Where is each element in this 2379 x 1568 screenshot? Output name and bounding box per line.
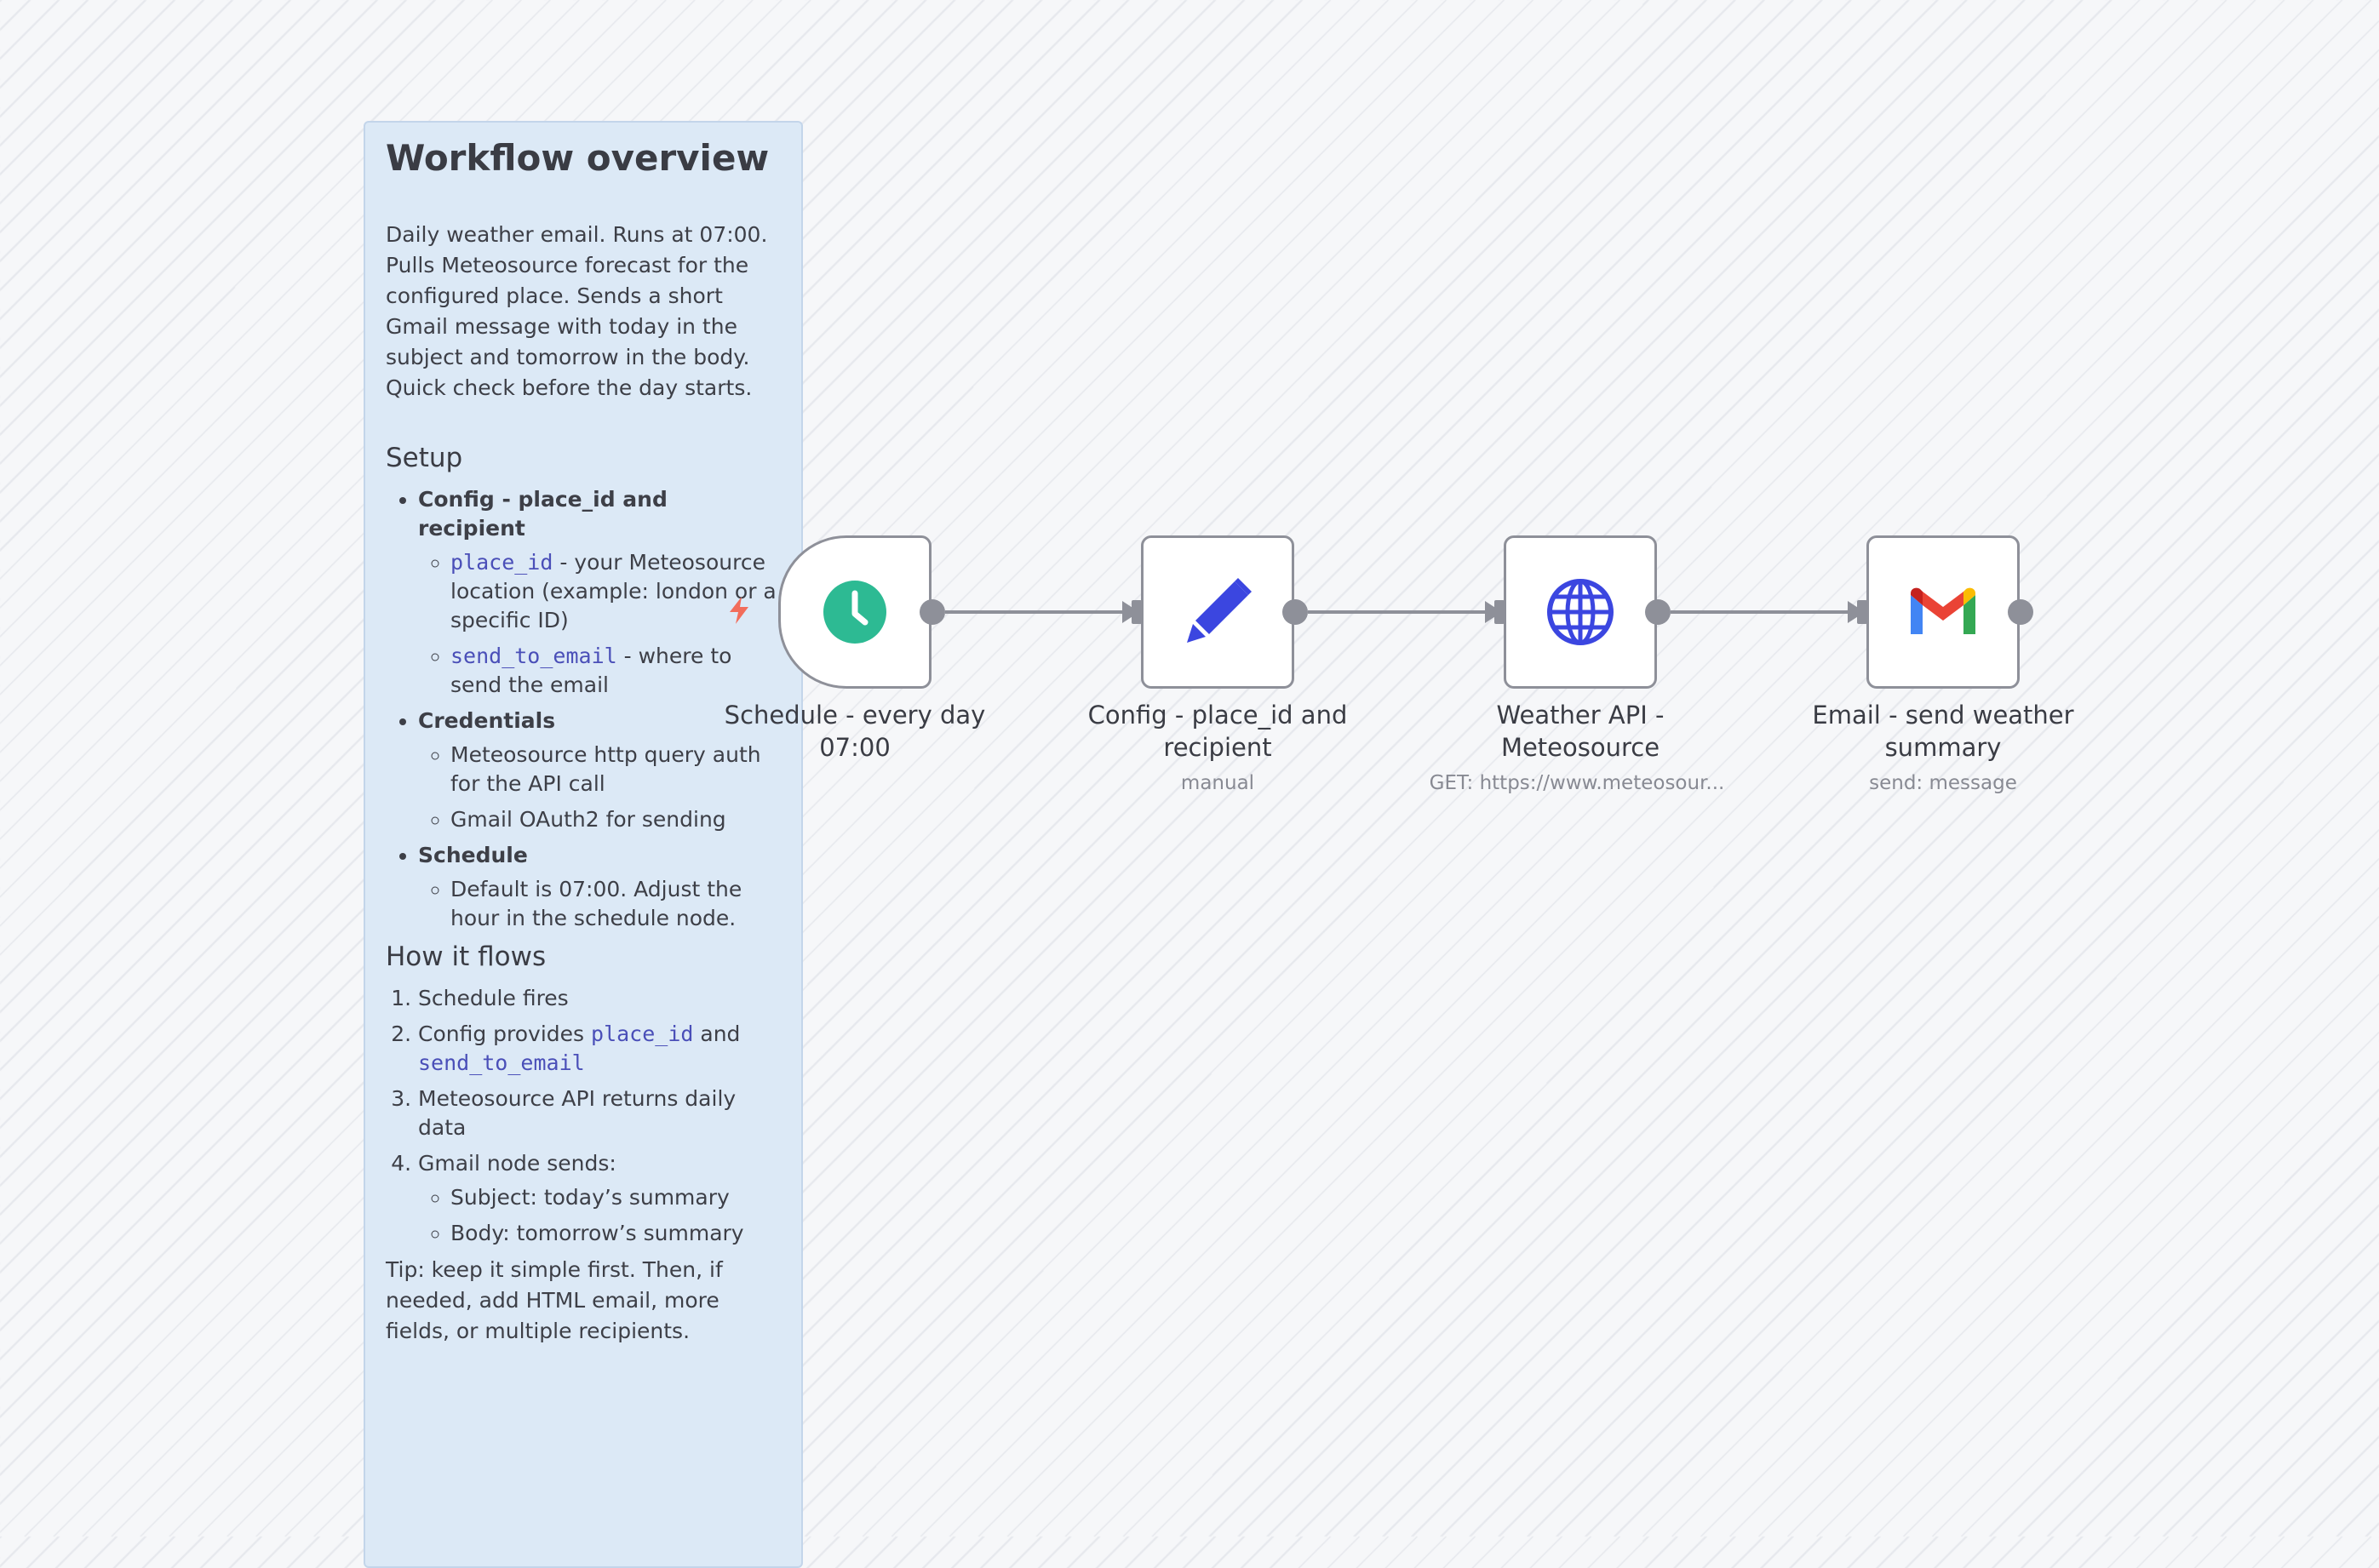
sticky-title: Workflow overview <box>386 137 770 179</box>
step-2-prefix: Config provides <box>418 1021 592 1046</box>
output-port[interactable] <box>1282 599 1308 625</box>
input-port[interactable] <box>1857 600 1867 624</box>
connection-line[interactable] <box>1308 610 1499 614</box>
place-id-text: - your Meteosource location (example: lo… <box>450 550 777 632</box>
globe-icon <box>1547 579 1614 645</box>
intro-line: Daily weather email. Runs at 07:00. <box>386 222 768 247</box>
setup-heading: Setup <box>386 443 463 473</box>
list-item: Subject: today’s summary <box>450 1183 781 1212</box>
email-code: send_to_email <box>418 1050 585 1075</box>
flow-heading: How it flows <box>386 941 547 972</box>
setup-list: Config - place_id and recipient place_id… <box>386 485 781 933</box>
list-item: send_to_email - where to send the email <box>450 642 781 700</box>
intro-line: Quick check before the day starts. <box>386 375 753 400</box>
config-label: Config - place_id and recipient <box>418 487 668 541</box>
email-text: - where to send the email <box>450 644 732 697</box>
node-label: Config - place_id and recipient <box>1087 701 1348 762</box>
list-item: Meteosource API returns daily data <box>418 1084 781 1142</box>
intro-line: Gmail message with today in the <box>386 314 737 339</box>
config-node[interactable] <box>1141 535 1294 689</box>
list-item: Credentials Meteosource http query auth … <box>418 707 781 834</box>
list-item: Schedule fires <box>418 984 781 1013</box>
list-item: Default is 07:00. Adjust the hour in the… <box>450 875 781 933</box>
list-item: Meteosource http query auth for the API … <box>450 741 781 798</box>
place-id-code: place_id <box>591 1021 694 1046</box>
node-label: Schedule - every day 07:00 <box>724 701 986 762</box>
sticky-note[interactable]: Workflow overview Daily weather email. R… <box>364 121 803 1568</box>
schedule-node[interactable] <box>778 535 932 689</box>
input-port[interactable] <box>1494 600 1505 624</box>
list-item: place_id - your Meteosource location (ex… <box>450 548 781 635</box>
email-code: send_to_email <box>450 644 617 668</box>
connection-line[interactable] <box>1671 610 1862 614</box>
clock-icon <box>823 581 886 644</box>
node-subtitle: GET: https://www.meteosour... <box>1429 772 1725 794</box>
output-port[interactable] <box>920 599 945 625</box>
node-label: Weather API - Meteosource <box>1496 701 1665 762</box>
email-node[interactable] <box>1866 535 2020 689</box>
pencil-icon <box>1187 578 1252 643</box>
input-port[interactable] <box>1132 600 1142 624</box>
weather-api-node[interactable] <box>1504 535 1657 689</box>
list-item: Gmail node sends: Subject: today’s summa… <box>418 1149 781 1248</box>
list-item: Config provides place_id and send_to_emai… <box>418 1020 781 1078</box>
gmail-icon <box>1911 587 1975 634</box>
step-2-mid: and <box>693 1021 741 1046</box>
output-port[interactable] <box>1645 599 1671 625</box>
output-port[interactable] <box>2008 599 2033 625</box>
list-item: Schedule Default is 07:00. Adjust the ho… <box>418 841 781 933</box>
intro-line: Pulls Meteosource forecast for the <box>386 253 749 278</box>
flow-list: Schedule fires Config provides place_id … <box>386 984 781 1248</box>
intro-line: subject and tomorrow in the body. <box>386 345 750 369</box>
list-item: Gmail OAuth2 for sending <box>450 805 781 834</box>
connection-line[interactable] <box>945 610 1137 614</box>
place-id-code: place_id <box>450 550 553 575</box>
schedule-label: Schedule <box>418 843 528 867</box>
node-subtitle: manual <box>1180 772 1255 794</box>
node-label: Email - send weather summary <box>1812 701 2074 762</box>
intro-line: configured place. Sends a short <box>386 283 723 308</box>
tip-text: Tip: keep it simple first. Then, if need… <box>386 1257 723 1343</box>
step-4-text: Gmail node sends: <box>418 1151 616 1176</box>
credentials-label: Credentials <box>418 708 556 733</box>
intro-paragraph: Daily weather email. Runs at 07:00. Pull… <box>386 220 781 403</box>
node-subtitle: send: message <box>1869 772 2017 794</box>
list-item: Body: tomorrow’s summary <box>450 1219 781 1248</box>
list-item: Config - place_id and recipient place_id… <box>418 485 781 700</box>
lightning-icon <box>730 597 748 624</box>
